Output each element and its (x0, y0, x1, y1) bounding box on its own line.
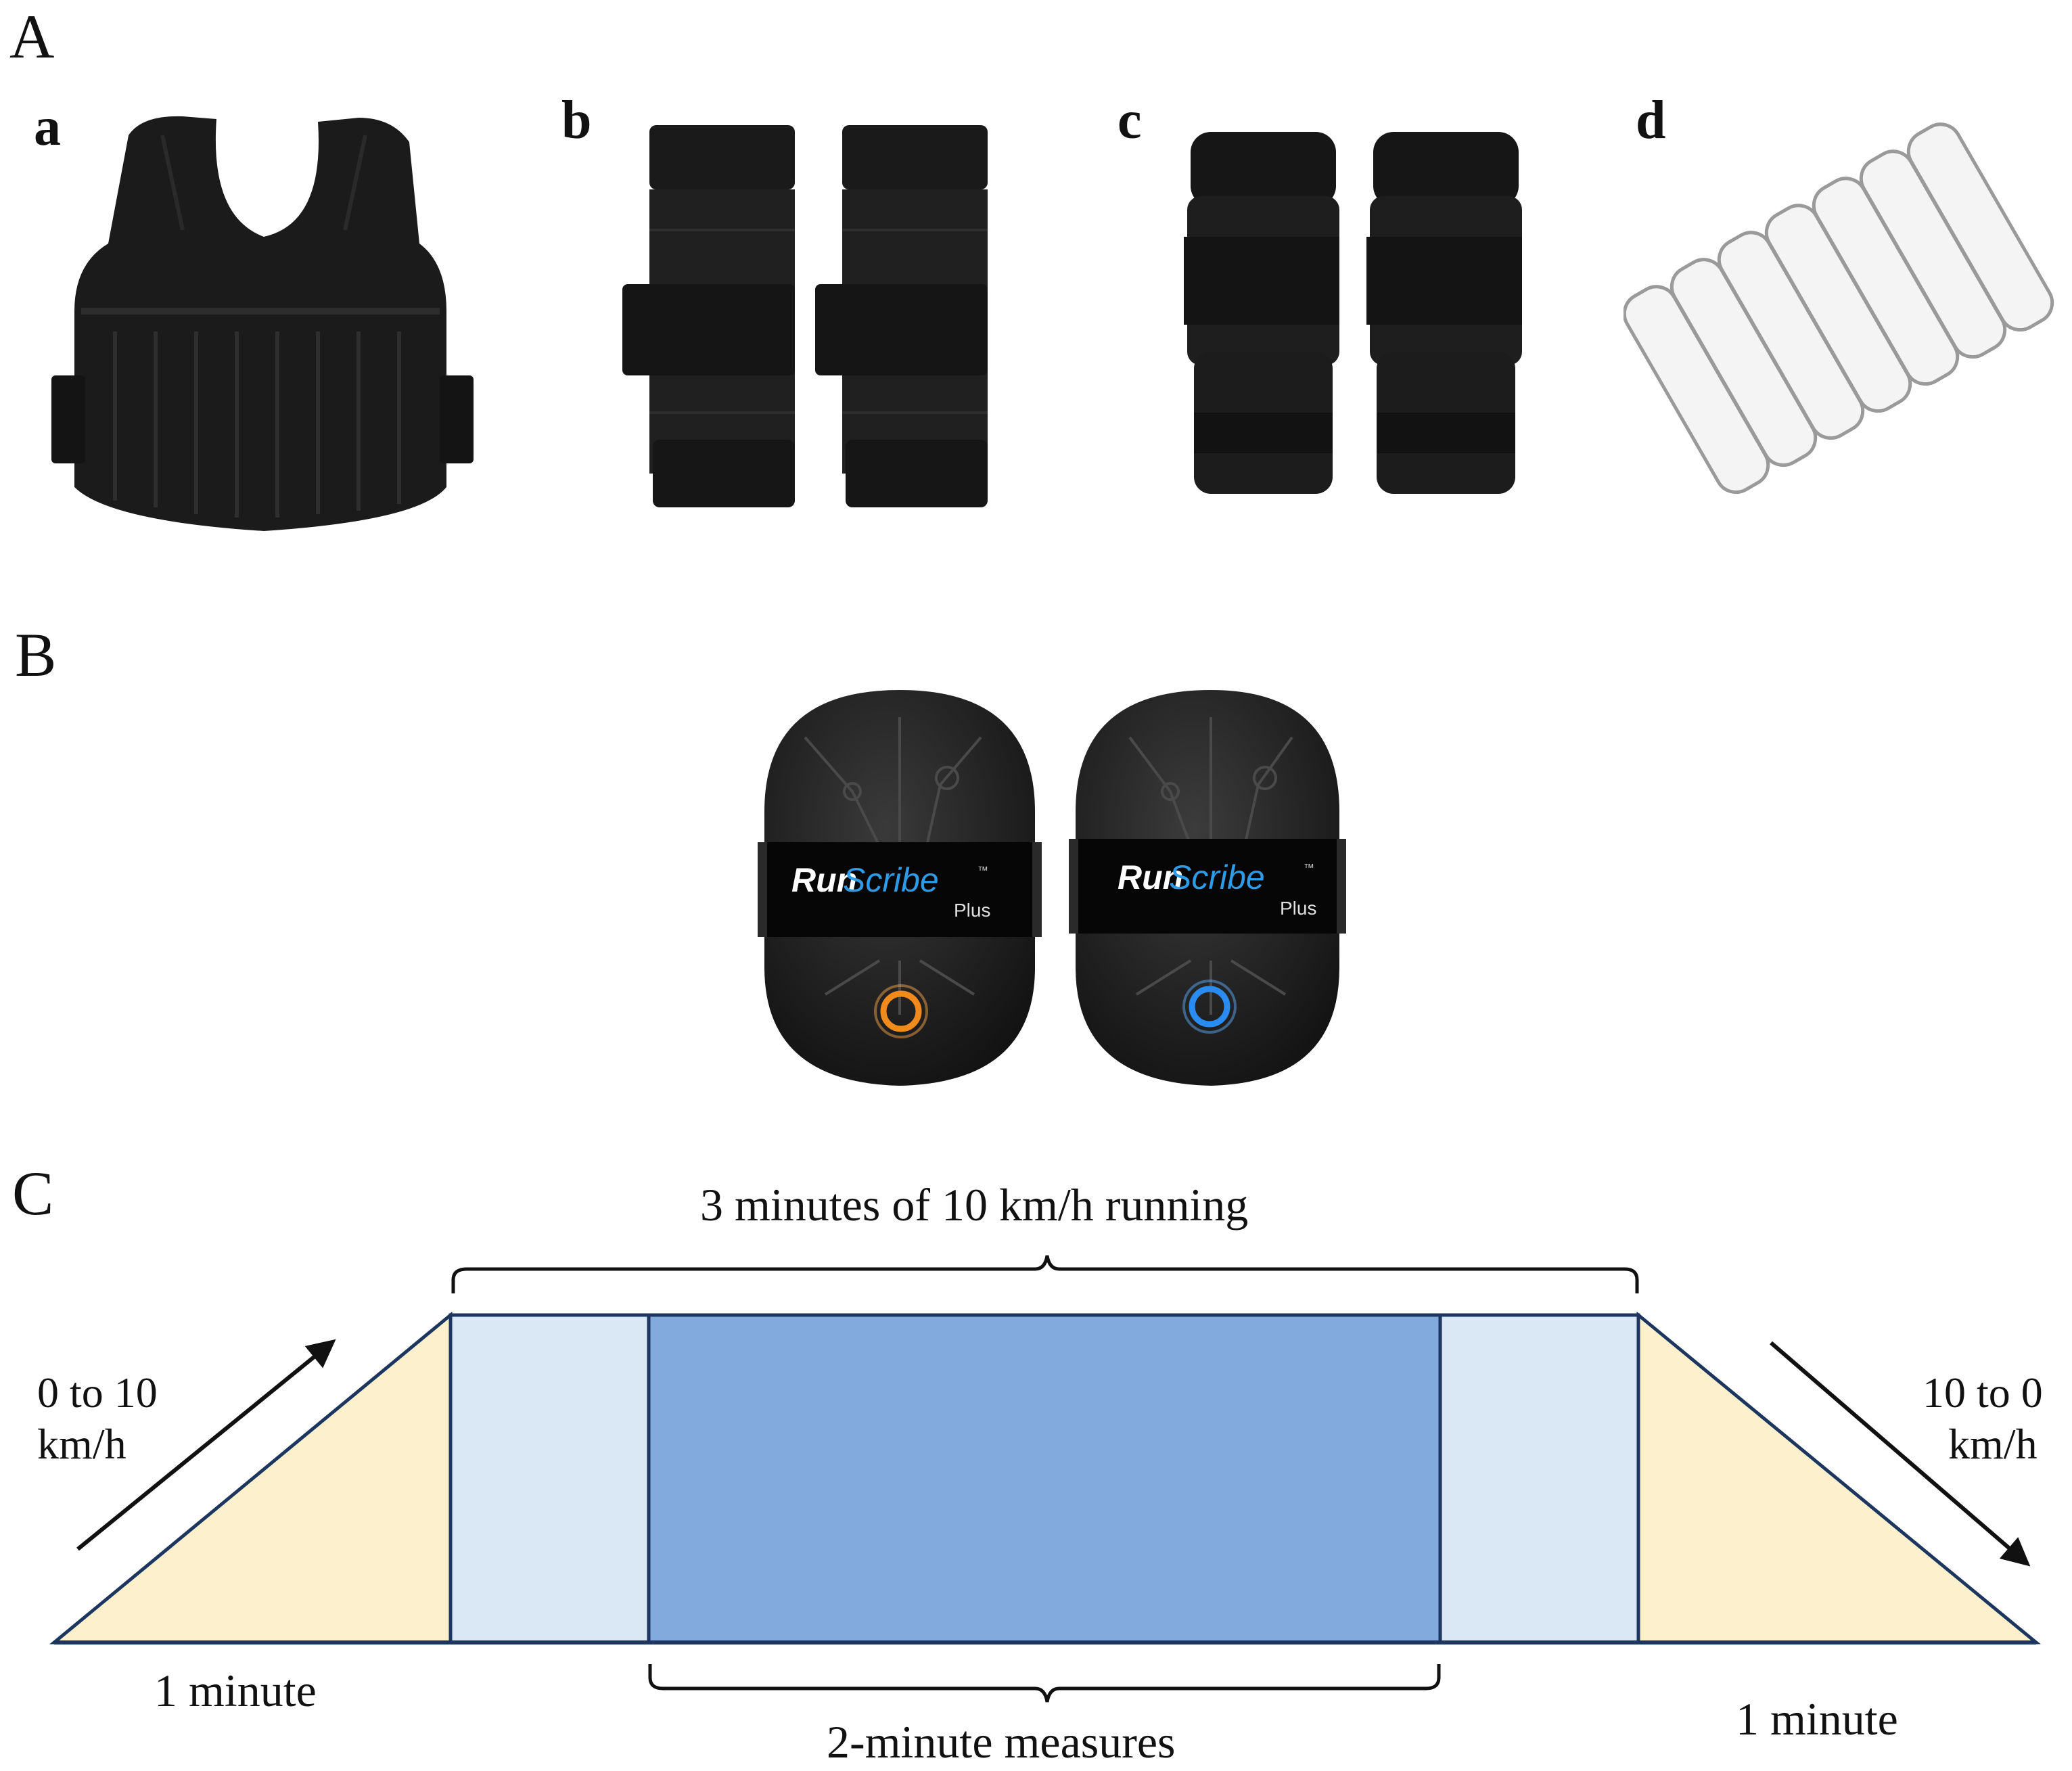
item-label-d: d (1636, 91, 1666, 150)
steady-run-left-region (448, 1313, 651, 1644)
sensor-left-brand-run: Run (791, 861, 857, 899)
sensor-right-brand-scribe: Scribe (1169, 858, 1265, 896)
leg-weights-icon (1184, 132, 1522, 494)
top-brace (451, 1255, 1639, 1293)
panel-label-b: B (15, 620, 57, 689)
runscribe-sensors: Run Scribe ™ Plus Run Scribe ™ Plus (758, 690, 1346, 1086)
ramp-up-region (49, 1311, 453, 1644)
weight-plates-icon (1624, 122, 2054, 495)
panel-label-a: A (9, 2, 55, 71)
ramp-down-speed-line1: 10 to 0 (1923, 1368, 2043, 1417)
ramp-up-speed-line1: 0 to 10 (37, 1368, 158, 1417)
ramp-up-duration-label: 1 minute (154, 1665, 317, 1716)
ramp-down-duration-label: 1 minute (1736, 1693, 1898, 1745)
sensor-right-brand-run: Run (1118, 858, 1183, 896)
sensor-left-trademark: ™ (977, 865, 988, 877)
item-label-c: c (1118, 91, 1142, 150)
measures-duration-label: 2-minute measures (827, 1716, 1176, 1768)
sensor-left-led (880, 990, 922, 1032)
ramp-down-speed-line2: km/h (1948, 1420, 2038, 1468)
ramp-down-region (1636, 1311, 2041, 1644)
sensor-left-brand-scribe: Scribe (843, 861, 939, 899)
sensor-right-trademark: ™ (1304, 862, 1314, 874)
sensor-right: Run Scribe ™ Plus (1069, 690, 1346, 1086)
panel-label-c: C (12, 1159, 54, 1228)
bottom-brace (648, 1664, 1441, 1703)
ramp-up-arrow (76, 1339, 336, 1551)
arm-weights-icon (622, 125, 988, 507)
protocol-diagram (49, 1255, 2041, 1703)
item-label-a: a (34, 97, 61, 157)
measurement-window-region (647, 1313, 1442, 1644)
steady-run-right-region (1438, 1313, 1640, 1644)
sensor-right-model: Plus (1280, 898, 1316, 919)
ramp-up-speed-line2: km/h (37, 1420, 126, 1468)
sensor-left-model: Plus (954, 900, 990, 921)
item-label-b: b (561, 91, 592, 150)
ramp-down-arrow (1770, 1341, 2031, 1567)
sensor-right-led (1189, 986, 1230, 1028)
weighted-vest-icon (51, 116, 474, 531)
sensor-left: Run Scribe ™ Plus (758, 690, 1042, 1086)
running-duration-label: 3 minutes of 10 km/h running (700, 1179, 1249, 1230)
